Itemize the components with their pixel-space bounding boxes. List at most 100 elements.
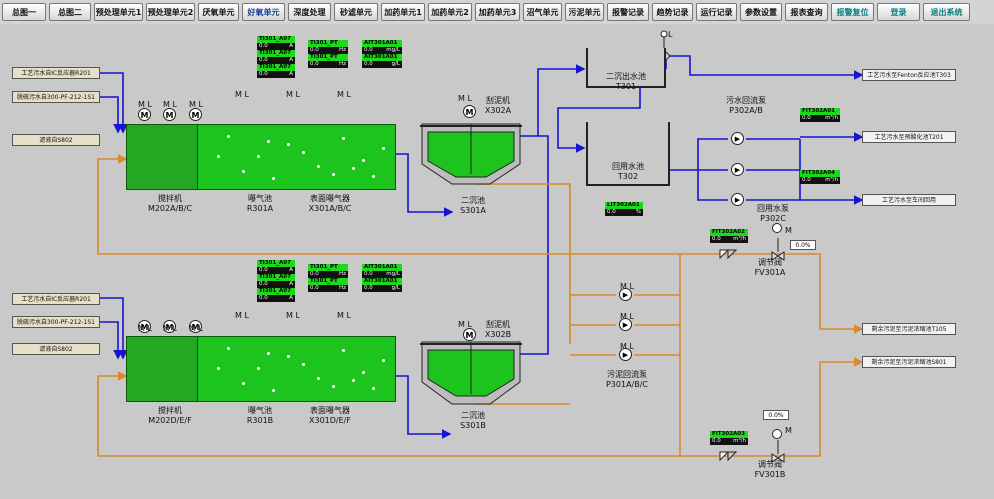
motor-ml-label: M L — [286, 90, 300, 99]
bubble — [332, 173, 335, 176]
pct-box-a: 0.0% — [790, 240, 816, 250]
tank-t301-label-name: 二沉出水池 — [606, 72, 646, 81]
source-box: 工艺污水自IC反应器R201 — [12, 293, 100, 305]
pump-sludge-a-icon[interactable]: ▶ — [619, 288, 632, 301]
scraper-motor-icon[interactable]: M — [463, 105, 476, 118]
pct-value: 0.0 — [768, 412, 778, 419]
pump-sludge-b-icon[interactable]: ▶ — [619, 318, 632, 331]
mixer-motor-icon[interactable]: M — [163, 108, 176, 121]
bubble — [227, 347, 230, 350]
tag-title: TI301_A07 — [257, 260, 295, 267]
tag-value: 0.0 — [364, 47, 373, 53]
bubble — [242, 170, 245, 173]
nav-button-2[interactable]: 预处理单元1 — [94, 3, 143, 21]
motor-ml-label: M L — [138, 324, 152, 333]
bubble — [352, 167, 355, 170]
valve-actuator-icon — [772, 429, 782, 439]
tank-t301-label-code: T301 — [615, 82, 637, 91]
bubble — [372, 387, 375, 390]
pump-reuse-icon[interactable]: ▶ — [731, 193, 744, 206]
nav-button-12[interactable]: 污泥单元 — [565, 3, 604, 21]
bubble — [317, 377, 320, 380]
mixer-label-b-code: M202D/E/F — [148, 416, 192, 425]
nav-button-19[interactable]: 登录 — [877, 3, 920, 21]
outlet-preacid: 工艺污水至预酸化池T201 — [862, 131, 956, 143]
nav-button-8[interactable]: 加药单元1 — [381, 3, 425, 21]
nav-button-16[interactable]: 参数设置 — [740, 3, 782, 21]
nav-button-3[interactable]: 预处理单元2 — [146, 3, 195, 21]
motor-ml-label: M L — [235, 90, 249, 99]
nav-button-18[interactable]: 报警复位 — [831, 3, 874, 21]
motor-ml-label: M L — [189, 100, 203, 109]
pump-sludge-c-icon[interactable]: ▶ — [619, 348, 632, 361]
nav-button-4[interactable]: 厌氧单元 — [198, 3, 239, 21]
bubble — [302, 363, 305, 366]
tag-unit: A — [289, 295, 293, 301]
mixer-motor-icon[interactable]: M — [138, 320, 151, 333]
nav-button-15[interactable]: 运行记录 — [696, 3, 737, 21]
motor-ml-label: M L — [163, 100, 177, 109]
nav-button-14[interactable]: 趋势记录 — [652, 3, 693, 21]
nav-button-6[interactable]: 深度处理 — [288, 3, 331, 21]
nav-button-7[interactable]: 砂滤单元 — [334, 3, 378, 21]
valve-m-label: M — [785, 226, 792, 235]
tank-t301 — [586, 48, 666, 88]
tag-title: TI301_PT — [308, 54, 348, 61]
nav-button-11[interactable]: 沼气单元 — [523, 3, 562, 21]
nav-button-0[interactable]: 总图一 — [2, 3, 46, 21]
nav-button-10[interactable]: 加药单元3 — [475, 3, 520, 21]
nav-button-17[interactable]: 报表查询 — [785, 3, 828, 21]
scraper-motor-icon[interactable]: M — [463, 328, 476, 341]
bubble — [287, 355, 290, 358]
tag-value: 0.0 — [310, 285, 319, 291]
clarifier-label-a-name: 二沉池 — [461, 196, 485, 205]
pump-water-a-icon[interactable]: ▶ — [731, 132, 744, 145]
valve-label-a-code: FV301A — [754, 268, 786, 277]
mixer-motor-icon[interactable]: M — [189, 108, 202, 121]
clarifier-label-b-code: S301B — [460, 421, 486, 430]
bubble — [332, 385, 335, 388]
pump-reuse-label-name: 回用水泵 — [757, 204, 789, 213]
mixer-label-a-name: 搅拌机 — [158, 194, 182, 203]
bubble — [257, 367, 260, 370]
nav-button-9[interactable]: 加药单元2 — [428, 3, 472, 21]
tag-title: AIT301A01 — [362, 264, 402, 271]
tag-value: 0.0 — [364, 271, 373, 277]
mixer-motor-icon[interactable]: M — [189, 320, 202, 333]
tag-unit: A — [289, 71, 293, 77]
tag-unit: mg/L — [386, 47, 400, 53]
nav-button-1[interactable]: 总图二 — [49, 3, 91, 21]
filtrate-box: 滤液自S802 — [12, 134, 100, 146]
mixer-motor-icon[interactable]: M — [163, 320, 176, 333]
bubble — [382, 359, 385, 362]
bubble — [217, 367, 220, 370]
pump-sludge-label-code: P301A/B/C — [605, 380, 649, 389]
pump-sludge-label-name: 污泥回流泵 — [607, 370, 647, 379]
tag-unit: g/L — [391, 61, 400, 67]
tag-title: AIT301A01 — [362, 40, 402, 47]
pump-water-b-icon[interactable]: ▶ — [731, 163, 744, 176]
aeration-label-a-code: R301A — [246, 204, 274, 213]
tag-title: FIT302A03 — [710, 431, 748, 438]
nav-button-5[interactable]: 好氧单元 — [242, 3, 285, 21]
tag-value: 0.0 — [712, 236, 721, 242]
pump-reuse-label-code: P302C — [760, 214, 786, 223]
nav-button-20[interactable]: 退出系统 — [923, 3, 970, 21]
bubble — [362, 159, 365, 162]
tag-unit: m³/h — [825, 177, 838, 183]
nav-button-13[interactable]: 报警记录 — [607, 3, 649, 21]
mixer-motor-icon[interactable]: M — [138, 108, 151, 121]
